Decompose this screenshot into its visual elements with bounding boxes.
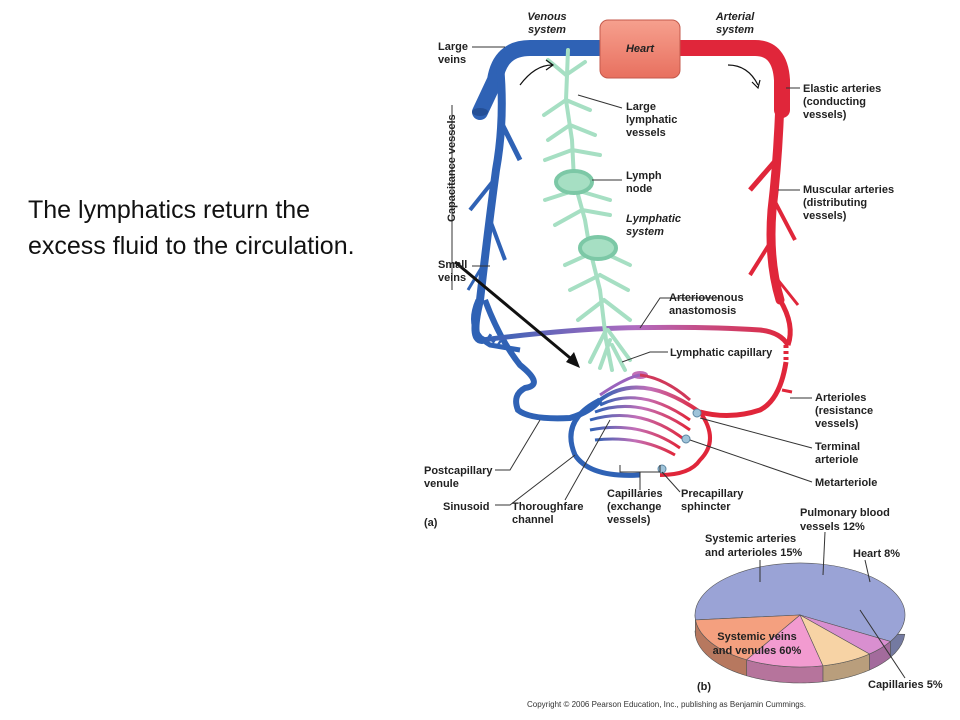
pie-label-pulmonary-2: vessels 12% <box>800 521 865 533</box>
panel-a-labels: Venous system Arterial system Large vein… <box>424 11 894 529</box>
pointer-arrow-head <box>566 352 580 368</box>
large-lymphatic-label-1: Large <box>626 101 656 113</box>
arterioles-label-3: vessels) <box>815 418 859 430</box>
caption-line-2: excess fluid to the circulation. <box>28 232 355 260</box>
arterioles-label-2: (resistance <box>815 405 873 417</box>
pie-slice-systemic-arteries-and-arterioles <box>695 614 801 661</box>
arterial-system-label-1: Arterial <box>715 11 755 23</box>
venous-system-label-1: Venous <box>527 11 566 23</box>
capillaries-label-3: vessels) <box>607 514 651 526</box>
pie-label-capillaries: Capillaries 5% <box>868 679 943 691</box>
lymph-node-label-1: Lymph <box>626 170 662 182</box>
large-lymphatic-label-2: lymphatic <box>626 114 677 126</box>
thoroughfare-channel-label-2: channel <box>512 514 554 526</box>
lymphatic-system-label-2: system <box>626 226 664 238</box>
panel-b-labels: Systemic veins and venules 60% Systemic … <box>697 507 943 693</box>
panel-a-label: (a) <box>424 517 438 529</box>
muscular-arteries-label-3: vessels) <box>803 210 847 222</box>
arterial-flow-arrow <box>727 64 759 86</box>
elastic-arteries-label-3: vessels) <box>803 109 847 121</box>
capillaries-label-1: Capillaries <box>607 488 663 500</box>
pie-label-pulmonary-1: Pulmonary blood <box>800 507 890 519</box>
blood-distribution-pie <box>694 562 906 684</box>
pie-slice-pulmonary-blood-vessels <box>745 614 824 668</box>
av-anastomosis-label-1: Arteriovenous <box>669 292 744 304</box>
postcapillary-venule-label-2: venule <box>424 478 459 490</box>
large-lymphatic-label-3: vessels <box>626 127 666 139</box>
terminal-arteriole-label-2: arteriole <box>815 454 858 466</box>
heart-label: Heart <box>626 43 655 55</box>
lymphatic-capillary-label: Lymphatic capillary <box>670 347 773 359</box>
pointer-arrow <box>454 260 576 364</box>
copyright-text: Copyright © 2006 Pearson Education, Inc.… <box>527 700 806 709</box>
lymph-node-label-2: node <box>626 183 652 195</box>
venous-flow-arrow <box>519 64 553 86</box>
pie-label-heart: Heart 8% <box>853 548 900 560</box>
terminal-arteriole-label-1: Terminal <box>815 441 860 453</box>
large-veins-label-1: Large <box>438 41 468 53</box>
heart-box <box>599 19 681 79</box>
muscular-arteries-label-1: Muscular arteries <box>803 184 894 196</box>
arterioles-label-1: Arterioles <box>815 392 866 404</box>
postcapillary-venule-label-1: Postcapillary <box>424 465 493 477</box>
small-veins-label-1: Small <box>438 259 467 271</box>
elastic-arteries-label-2: (conducting <box>803 96 866 108</box>
arteriovenous-anastomosis-vessel <box>481 324 791 347</box>
capillary-bed <box>589 371 702 474</box>
panel-b-label: (b) <box>697 681 711 693</box>
arterial-system-label-2: system <box>716 24 754 36</box>
pie-label-veins-1: Systemic veins <box>717 631 797 643</box>
leader-lines <box>451 46 813 506</box>
caption: The lymphatics return the excess fluid t… <box>28 192 448 264</box>
sinusoid-label: Sinusoid <box>443 501 489 513</box>
large-veins-label-2: veins <box>438 54 466 66</box>
metarteriole-label: Metarteriole <box>815 477 877 489</box>
thoroughfare-channel-label-1: Thoroughfare <box>512 501 584 513</box>
muscular-arteries-label-2: (distributing <box>803 197 867 209</box>
venous-system-vessels <box>466 40 641 478</box>
pie-label-veins-2: and venules 60% <box>713 645 802 657</box>
av-anastomosis-label-2: anastomosis <box>669 305 736 317</box>
precapillary-sphincter-label-2: sphincter <box>681 501 731 513</box>
small-veins-label-2: veins <box>438 272 466 284</box>
capillaries-label-2: (exchange <box>607 501 661 513</box>
precapillary-sphincter-label-1: Precapillary <box>681 488 744 500</box>
capacitance-vessels-label: Capacitance vessels <box>446 114 458 222</box>
lymphatic-system-label-1: Lymphatic <box>626 213 681 225</box>
pie-label-arteries-2: and arterioles 15% <box>705 547 802 559</box>
lymphatic-vessels <box>542 48 632 372</box>
caption-line-1: The lymphatics return the <box>28 196 311 224</box>
pie-slice-systemic-veins-and-venules <box>694 562 906 642</box>
elastic-arteries-label-1: Elastic arteries <box>803 83 881 95</box>
venous-system-label-2: system <box>528 24 566 36</box>
arterial-system-vessels <box>659 40 800 477</box>
pie-label-arteries-1: Systemic arteries <box>705 533 796 545</box>
